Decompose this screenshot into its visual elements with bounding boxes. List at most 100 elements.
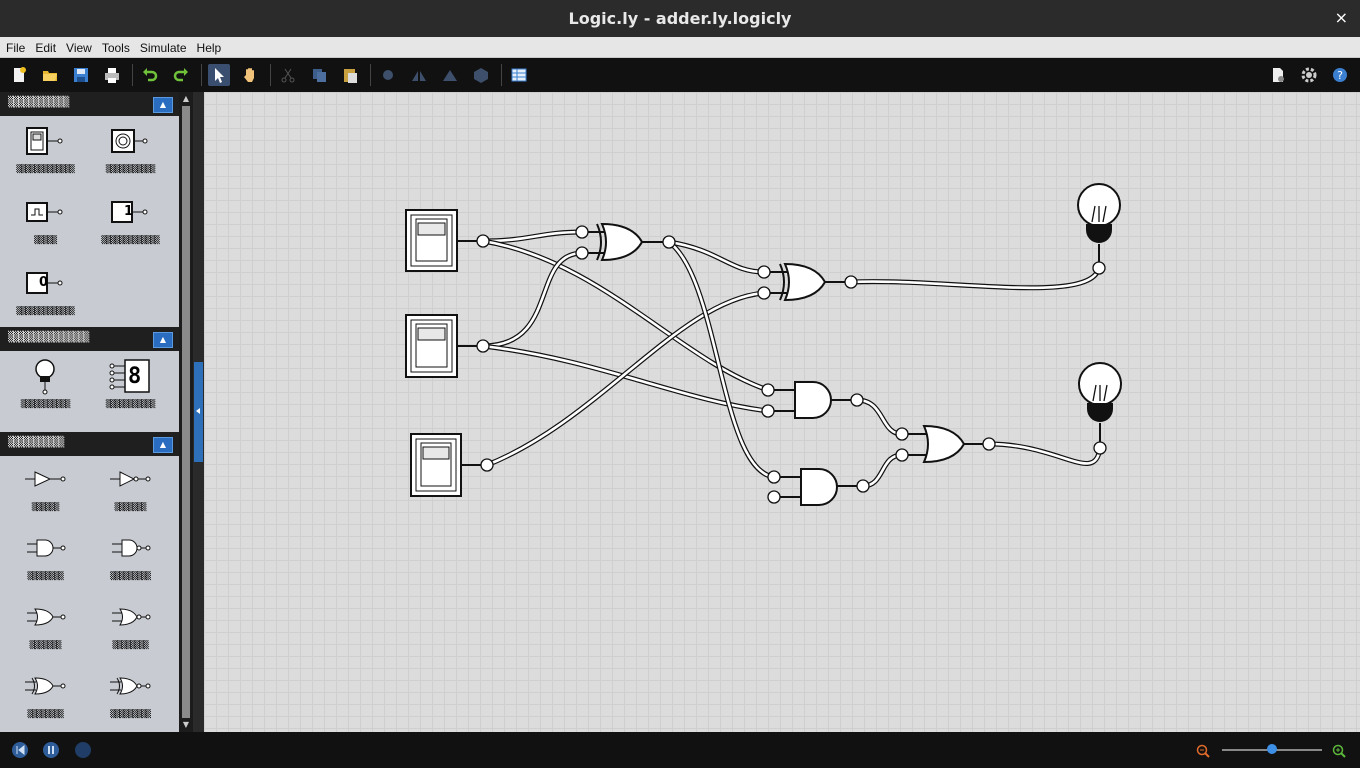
menu-view[interactable]: View <box>66 41 92 55</box>
zoom-slider-thumb[interactable] <box>1267 744 1277 754</box>
palette-item-low-constant[interactable]: 0 ▒▒▒▒▒▒▒▒▒▒▒▒▒ <box>1 266 89 316</box>
and-gate[interactable] <box>778 468 859 506</box>
close-icon[interactable]: × <box>1334 8 1348 27</box>
reset-icon[interactable] <box>12 742 28 758</box>
rotate-icon[interactable] <box>470 64 492 86</box>
align-icon[interactable] <box>377 64 399 86</box>
low-constant-icon: 0 <box>1 266 89 300</box>
select-pointer-icon[interactable] <box>208 64 230 86</box>
item-label: ▒▒▒▒▒▒▒ <box>29 640 62 650</box>
menu-tools[interactable]: Tools <box>101 41 130 55</box>
new-file-icon[interactable] <box>8 64 30 86</box>
menu-file[interactable]: File <box>6 41 26 55</box>
toggle-switch[interactable] <box>410 433 483 497</box>
copy-icon[interactable] <box>308 64 330 86</box>
undo-icon[interactable] <box>139 64 161 86</box>
palette-item-nor[interactable]: ▒▒▒▒▒▒▒▒ <box>86 600 174 650</box>
high-constant-icon: 1 <box>86 195 174 229</box>
buffer-gate-icon <box>1 462 89 496</box>
constant-glyph: 0 <box>39 275 49 290</box>
item-label: ▒▒▒▒▒▒▒▒ <box>27 571 63 581</box>
or-gate-icon <box>1 600 89 634</box>
scroll-thumb[interactable] <box>182 106 190 718</box>
nor-gate-icon <box>86 600 174 634</box>
pan-hand-icon[interactable] <box>239 64 261 86</box>
light-bulb <box>1077 183 1121 264</box>
seven-segment-display-icon: 8 <box>86 359 174 393</box>
scroll-up-icon[interactable]: ▲ <box>182 94 190 103</box>
or-gate[interactable] <box>906 424 985 464</box>
section-label: ▒▒▒▒▒▒▒▒▒▒▒ <box>8 437 64 448</box>
redo-icon[interactable] <box>170 64 192 86</box>
toggle-switch[interactable] <box>405 209 479 272</box>
open-folder-icon[interactable] <box>39 64 61 86</box>
and-gate[interactable] <box>772 381 853 419</box>
connection-pins[interactable] <box>476 225 1107 504</box>
menu-edit[interactable]: Edit <box>35 41 57 55</box>
palette-item-high-constant[interactable]: 1 ▒▒▒▒▒▒▒▒▒▒▒▒▒ <box>86 195 174 245</box>
settings-gear-icon[interactable] <box>1298 64 1320 86</box>
item-label: ▒▒▒▒▒▒▒▒ <box>27 709 63 719</box>
palette-item-seven-segment[interactable]: 8 ▒▒▒▒▒▒▒▒▒▒▒ <box>86 359 174 409</box>
save-icon[interactable] <box>70 64 92 86</box>
palette-item-light-bulb[interactable]: ▒▒▒▒▒▒▒▒▒▒▒ <box>1 359 89 409</box>
collapse-section-button[interactable]: ▲ <box>153 97 173 113</box>
toggle-switch[interactable] <box>405 314 479 378</box>
palette-item-nand[interactable]: ▒▒▒▒▒▒▒▒▒ <box>86 531 174 581</box>
light-bulb <box>1078 362 1122 444</box>
paste-icon[interactable] <box>339 64 361 86</box>
item-label: ▒▒▒▒▒▒▒▒▒▒▒ <box>105 164 156 174</box>
palette-collapse-bar <box>193 92 204 732</box>
xnor-gate-icon <box>86 669 174 703</box>
help-icon[interactable]: ? <box>1329 64 1351 86</box>
section-header-outputs[interactable]: ▒▒▒▒▒▒▒▒▒▒▒▒▒▒▒▒ ▲ <box>0 327 179 351</box>
zoom-out-icon[interactable] <box>1196 743 1210 762</box>
palette-item-clock[interactable]: ▒▒▒▒▒ <box>1 195 89 245</box>
palette-item-buffer[interactable]: ▒▒▒▒▒▒ <box>1 462 89 512</box>
step-icon[interactable] <box>75 742 91 758</box>
scroll-down-icon[interactable]: ▼ <box>182 720 190 729</box>
xor-gate[interactable] <box>768 262 847 302</box>
item-label: ▒▒▒▒▒▒▒▒▒ <box>110 571 151 581</box>
palette-item-toggle-switch[interactable]: ▒▒▒▒▒▒▒▒▒▒▒▒▒ <box>1 124 89 174</box>
cut-icon[interactable] <box>277 64 299 86</box>
xor-gate[interactable] <box>586 222 665 262</box>
light-bulb-icon <box>1 359 89 395</box>
constant-glyph: 1 <box>124 204 134 219</box>
item-label: ▒▒▒▒▒▒▒▒ <box>112 640 148 650</box>
palette-item-xnor[interactable]: ▒▒▒▒▒▒▒▒▒ <box>86 669 174 719</box>
segment-glyph: 8 <box>128 364 142 389</box>
menu-help[interactable]: Help <box>196 41 222 55</box>
item-label: ▒▒▒▒▒▒▒▒▒▒▒▒▒ <box>101 235 159 245</box>
section-header-inputs[interactable]: ▒▒▒▒▒▒▒▒▒▒▒▒ ▲ <box>0 92 179 116</box>
collapse-section-button[interactable]: ▲ <box>153 437 173 453</box>
flip-horizontal-icon[interactable] <box>408 64 430 86</box>
collapse-section-button[interactable]: ▲ <box>153 332 173 348</box>
item-label: ▒▒▒▒▒▒▒▒▒▒▒▒▒ <box>16 306 74 316</box>
collapse-palette-handle[interactable] <box>194 362 203 462</box>
palette-item-and[interactable]: ▒▒▒▒▒▒▒▒ <box>1 531 89 581</box>
pause-icon[interactable] <box>43 742 59 758</box>
item-label: ▒▒▒▒▒▒▒▒▒ <box>110 709 151 719</box>
item-label: ▒▒▒▒▒▒▒▒▒▒▒▒▒ <box>16 164 74 174</box>
circuit-canvas[interactable]: .wo { fill:none; stroke:#111; stroke-wid… <box>204 92 1360 732</box>
table-icon[interactable] <box>508 64 530 86</box>
palette-item-or[interactable]: ▒▒▒▒▒▒▒ <box>1 600 89 650</box>
flip-vertical-icon[interactable] <box>439 64 461 86</box>
palette-item-xor[interactable]: ▒▒▒▒▒▒▒▒ <box>1 669 89 719</box>
item-label: ▒▒▒▒▒▒ <box>31 502 60 512</box>
palette-item-not[interactable]: ▒▒▒▒▒▒▒ <box>86 462 174 512</box>
menu-simulate[interactable]: Simulate <box>139 41 187 55</box>
section-header-gates[interactable]: ▒▒▒▒▒▒▒▒▒▒▒ ▲ <box>0 432 179 456</box>
zoom-in-icon[interactable] <box>1332 743 1346 762</box>
svg-text:?: ? <box>1337 69 1343 82</box>
palette-item-push-button[interactable]: ▒▒▒▒▒▒▒▒▒▒▒ <box>86 124 174 174</box>
window-title: Logic.ly - adder.ly.logicly <box>568 9 792 28</box>
export-icon[interactable] <box>1267 64 1289 86</box>
print-icon[interactable] <box>101 64 123 86</box>
palette-scrollbar[interactable]: ▲ ▼ <box>179 92 193 732</box>
menu-bar: File Edit View Tools Simulate Help <box>0 37 1360 58</box>
section-label: ▒▒▒▒▒▒▒▒▒▒▒▒▒▒▒▒ <box>8 332 89 343</box>
toggle-switch-icon <box>1 124 89 158</box>
xor-gate-icon <box>1 669 89 703</box>
